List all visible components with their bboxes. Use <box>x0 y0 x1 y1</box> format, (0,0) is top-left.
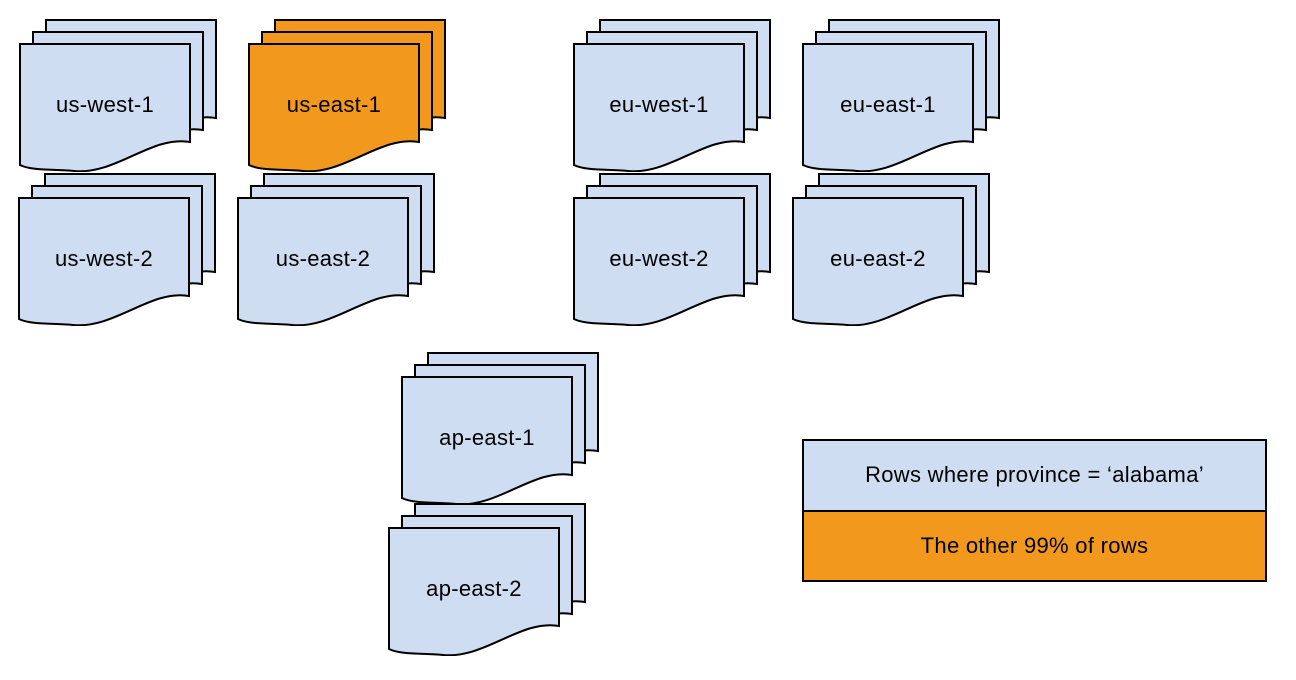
region-stack-ap-east-1: ap-east-1 <box>401 352 599 505</box>
stacked-documents-icon <box>573 173 771 326</box>
legend: Rows where province = ‘alabama’ The othe… <box>802 439 1267 582</box>
stacked-documents-icon <box>802 19 1000 172</box>
legend-label: Rows where province = ‘alabama’ <box>865 462 1204 488</box>
stacked-documents-icon <box>401 352 599 505</box>
stacked-documents-icon <box>19 19 217 172</box>
region-stack-us-west-1: us-west-1 <box>19 19 217 172</box>
region-stack-eu-east-1: eu-east-1 <box>802 19 1000 172</box>
stacked-documents-icon <box>388 503 586 656</box>
region-stack-eu-west-2: eu-west-2 <box>573 173 771 326</box>
stacked-documents-icon <box>18 173 216 326</box>
stacked-documents-icon <box>792 173 990 326</box>
region-stack-us-east-2: us-east-2 <box>237 173 435 326</box>
legend-label: The other 99% of rows <box>920 532 1149 558</box>
legend-item-other-rows: The other 99% of rows <box>804 509 1265 580</box>
region-stack-eu-west-1: eu-west-1 <box>573 19 771 172</box>
legend-item-alabama-rows: Rows where province = ‘alabama’ <box>804 441 1265 510</box>
stacked-documents-icon <box>248 19 446 172</box>
stacked-documents-icon <box>237 173 435 326</box>
region-stack-ap-east-2: ap-east-2 <box>388 503 586 656</box>
region-stack-us-east-1: us-east-1 <box>248 19 446 172</box>
stacked-documents-icon <box>573 19 771 172</box>
region-stack-us-west-2: us-west-2 <box>18 173 216 326</box>
region-stack-eu-east-2: eu-east-2 <box>792 173 990 326</box>
